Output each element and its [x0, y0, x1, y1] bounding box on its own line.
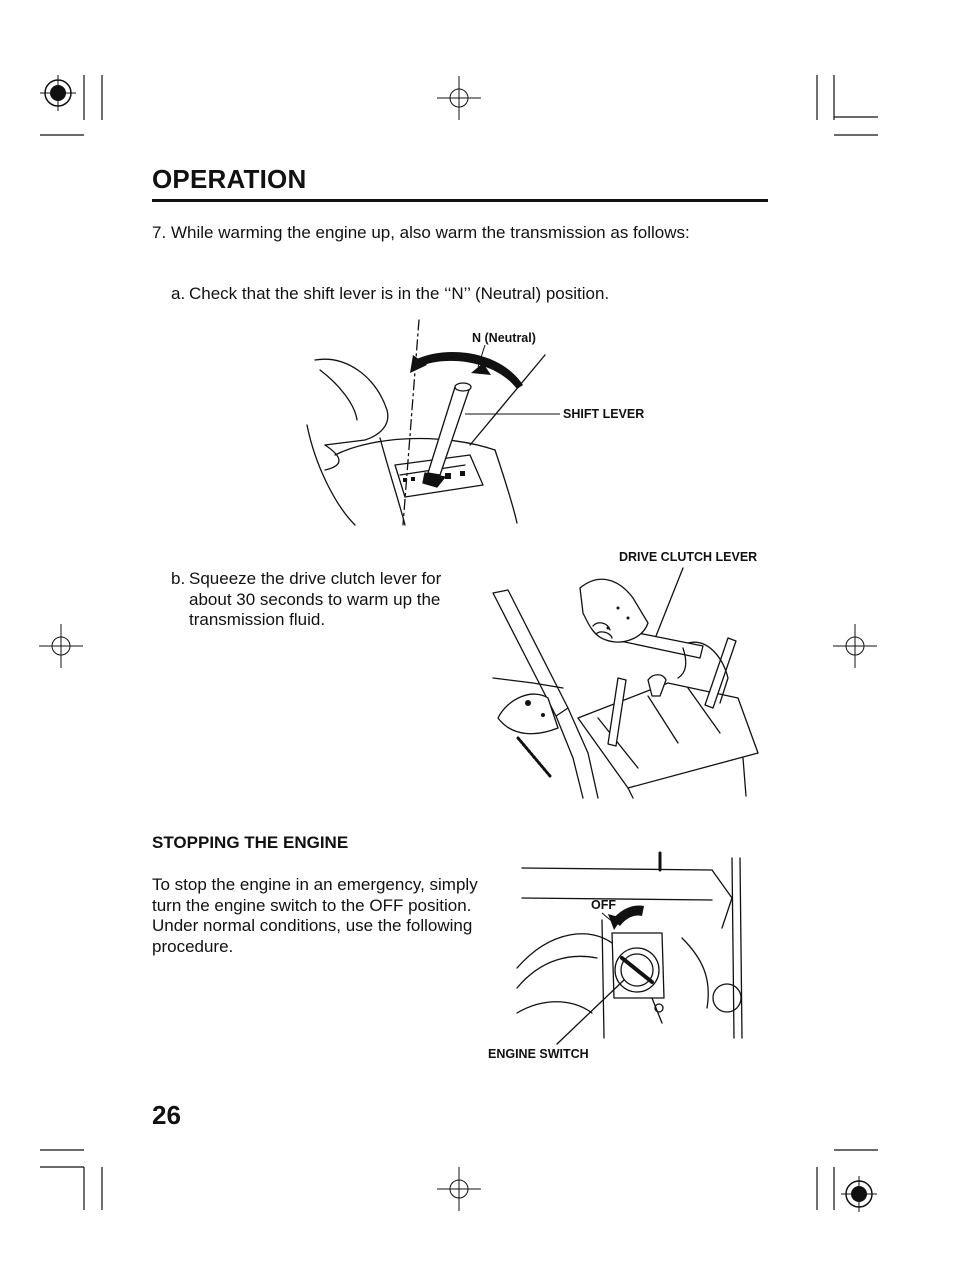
crosshair-top	[437, 76, 481, 120]
step-number: 7.	[152, 223, 167, 242]
shift-lever-illustration	[306, 319, 560, 526]
registration-target-bottom-right	[841, 1176, 877, 1212]
stopping-text: To stop the engine in an emergency, simp…	[152, 875, 478, 956]
crosshair-left	[39, 624, 83, 668]
substep-a-letter: a.	[171, 284, 186, 303]
label-off: OFF	[591, 898, 616, 912]
title-rule	[152, 199, 768, 202]
label-neutral: N (Neutral)	[472, 331, 536, 345]
crosshair-bottom	[437, 1167, 481, 1211]
registration-target-top-left	[40, 75, 76, 111]
substep-b-text: Squeeze the drive clutch lever for about…	[189, 569, 442, 629]
label-shift-lever: SHIFT LEVER	[563, 407, 645, 421]
crosshair-right	[833, 624, 877, 668]
page-title: OPERATION	[152, 164, 307, 194]
page-number: 26	[152, 1100, 181, 1130]
label-drive-clutch-lever: DRIVE CLUTCH LEVER	[619, 550, 758, 564]
substep-b-letter: b.	[171, 569, 186, 588]
substep-a-text: Check that the shift lever is in the ‘‘N…	[189, 284, 610, 303]
section-heading-stopping: STOPPING THE ENGINE	[152, 833, 349, 852]
engine-switch-illustration	[516, 851, 743, 1045]
drive-clutch-illustration	[492, 567, 759, 799]
step-text: While warming the engine up, also warm t…	[171, 223, 690, 242]
label-engine-switch: ENGINE SWITCH	[488, 1047, 589, 1061]
